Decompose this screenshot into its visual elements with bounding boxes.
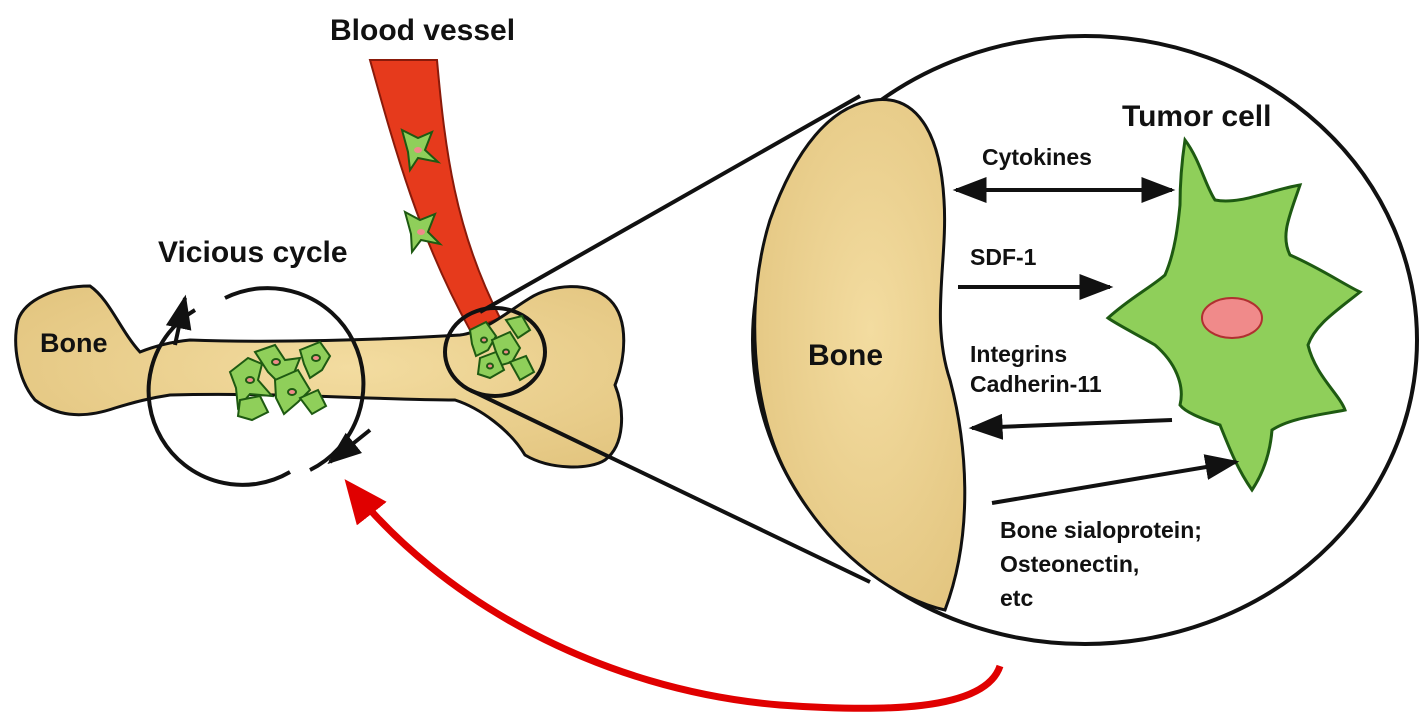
integrins-label: Integrins (970, 341, 1067, 367)
tumor-cell-nucleus (1202, 298, 1262, 338)
blood-vessel-label: Blood vessel (330, 14, 515, 47)
bone-label-zoom: Bone (808, 339, 883, 372)
tumor-cell-label: Tumor cell (1122, 100, 1271, 133)
cadherin-label: Cadherin-11 (970, 371, 1102, 397)
bone-label-left: Bone (40, 328, 108, 358)
etc-label: etc (1000, 585, 1033, 611)
long-bone (16, 286, 624, 467)
bone-sialoprotein-label: Bone sialoprotein; (1000, 517, 1202, 543)
cytokines-label: Cytokines (982, 144, 1092, 170)
osteonectin-label: Osteonectin, (1000, 551, 1139, 577)
sdf1-label: SDF-1 (970, 244, 1037, 270)
vicious-cycle-label: Vicious cycle (158, 236, 348, 269)
blood-vessel (370, 60, 500, 330)
